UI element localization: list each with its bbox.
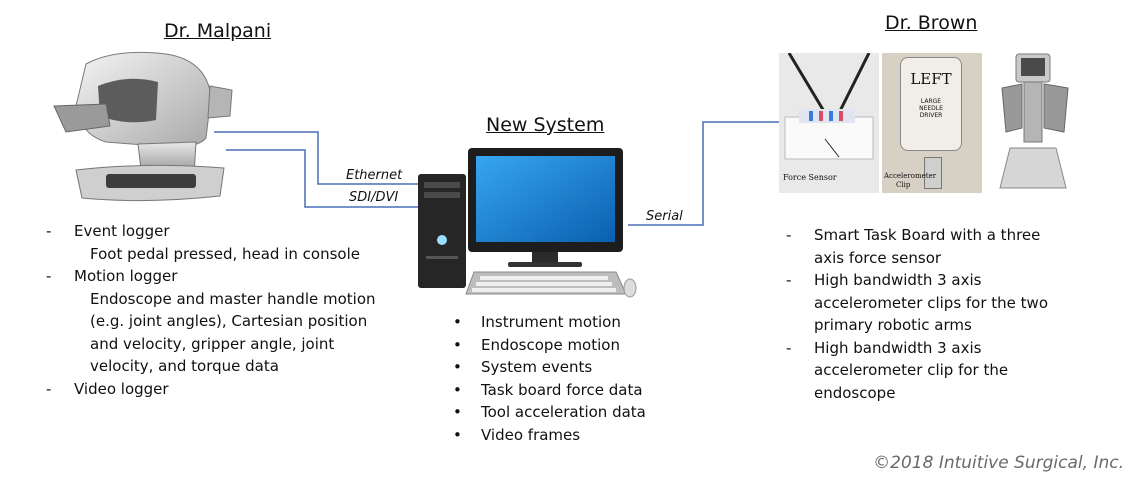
center-item-tool-acceleration: Tool acceleration data xyxy=(453,401,646,424)
motion-logger-detail-2: (e.g. joint angles), Cartesian position xyxy=(90,312,368,330)
center-item-video-frames: Video frames xyxy=(453,424,646,447)
tag-line-1: LARGE xyxy=(920,98,942,105)
ethernet-label: Ethernet xyxy=(346,168,403,183)
right-item-accel-clips: High bandwidth 3 axis xyxy=(786,269,1048,292)
center-item-instrument-motion: Instrument motion xyxy=(453,311,646,334)
center-item-endoscope-motion: Endoscope motion xyxy=(453,334,646,357)
right-item-accel-clips-cont-1: accelerometer clips for the two xyxy=(814,293,1049,312)
sdi-dvi-label: SDI/DVI xyxy=(349,190,399,205)
serial-line xyxy=(628,121,780,226)
heading-new-system: New System xyxy=(486,114,605,136)
new-system-list: Instrument motion Endoscope motion Syste… xyxy=(453,311,646,447)
video-logger-item: Video logger xyxy=(46,378,376,401)
motion-logger-detail-1: Endoscope and master handle motion xyxy=(90,289,376,308)
right-item-task-board: Smart Task Board with a three xyxy=(786,224,1048,247)
motion-logger-item: Motion logger xyxy=(46,265,376,288)
accelerometer-clip-photo: LEFT LARGE NEEDLE DRIVER Accelerometer C… xyxy=(882,53,982,193)
instrument-tag: LEFT LARGE NEEDLE DRIVER xyxy=(900,57,962,151)
tag-line-2: NEEDLE xyxy=(919,105,943,112)
right-item-endoscope-clip-cont-1: accelerometer clip for the xyxy=(814,361,1009,379)
sdi-dvi-line xyxy=(226,149,418,208)
surgeon-console-image xyxy=(53,51,233,202)
right-item-endoscope-clip-cont-2: endoscope xyxy=(814,383,896,402)
accelerometer-label-2: Clip xyxy=(896,181,911,189)
center-item-system-events: System events xyxy=(453,356,646,379)
ethernet-line xyxy=(214,131,418,185)
clip-part xyxy=(924,157,942,189)
heading-dr-malpani: Dr. Malpani xyxy=(164,20,272,42)
center-item-task-board-force: Task board force data xyxy=(453,379,646,402)
tag-line-3: DRIVER xyxy=(919,112,943,119)
force-sensor-label: Force Sensor xyxy=(783,173,837,182)
heading-dr-brown: Dr. Brown xyxy=(885,12,978,34)
motion-logger-detail-4: velocity, and torque data xyxy=(90,357,279,375)
task-board-photo: Force Sensor xyxy=(779,53,879,193)
dr-malpani-list: Event logger Foot pedal pressed, head in… xyxy=(46,220,376,401)
right-item-endoscope-clip: High bandwidth 3 axis xyxy=(786,337,1048,360)
right-item-task-board-cont: axis force sensor xyxy=(814,248,942,267)
right-item-accel-clips-cont-2: primary robotic arms xyxy=(814,316,972,334)
event-logger-item: Event logger xyxy=(46,220,376,243)
tag-left-text: LEFT xyxy=(910,70,952,88)
accelerometer-label-1: Accelerometer xyxy=(884,172,937,180)
motion-logger-detail-3: and velocity, gripper angle, joint xyxy=(90,334,335,353)
copyright-notice: ©2018 Intuitive Surgical, Inc. xyxy=(873,453,1124,473)
dr-brown-list: Smart Task Board with a three axis force… xyxy=(786,224,1049,404)
event-logger-detail: Foot pedal pressed, head in console xyxy=(90,244,360,263)
serial-label: Serial xyxy=(646,209,683,224)
patient-cart-image xyxy=(999,53,1069,189)
task-board-illustration xyxy=(784,53,874,160)
computer-image xyxy=(418,148,637,298)
